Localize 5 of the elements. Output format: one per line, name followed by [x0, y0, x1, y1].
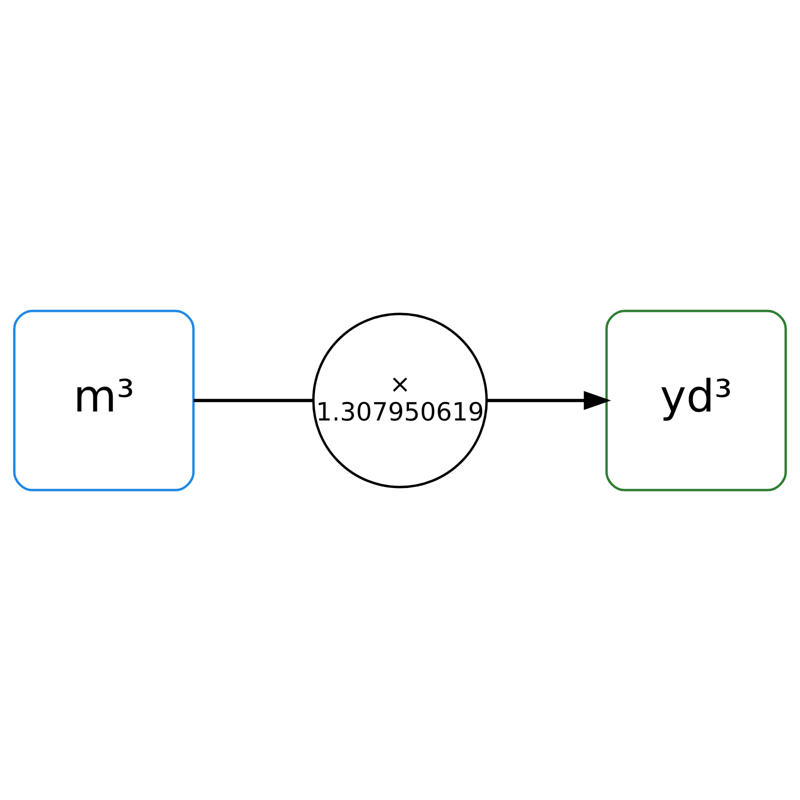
node-box: m³: [13, 309, 195, 491]
connector: [194, 398, 314, 402]
node-box: yd³: [605, 309, 787, 491]
node-circle: × 1.307950619: [312, 312, 488, 488]
arrow: [486, 390, 612, 410]
